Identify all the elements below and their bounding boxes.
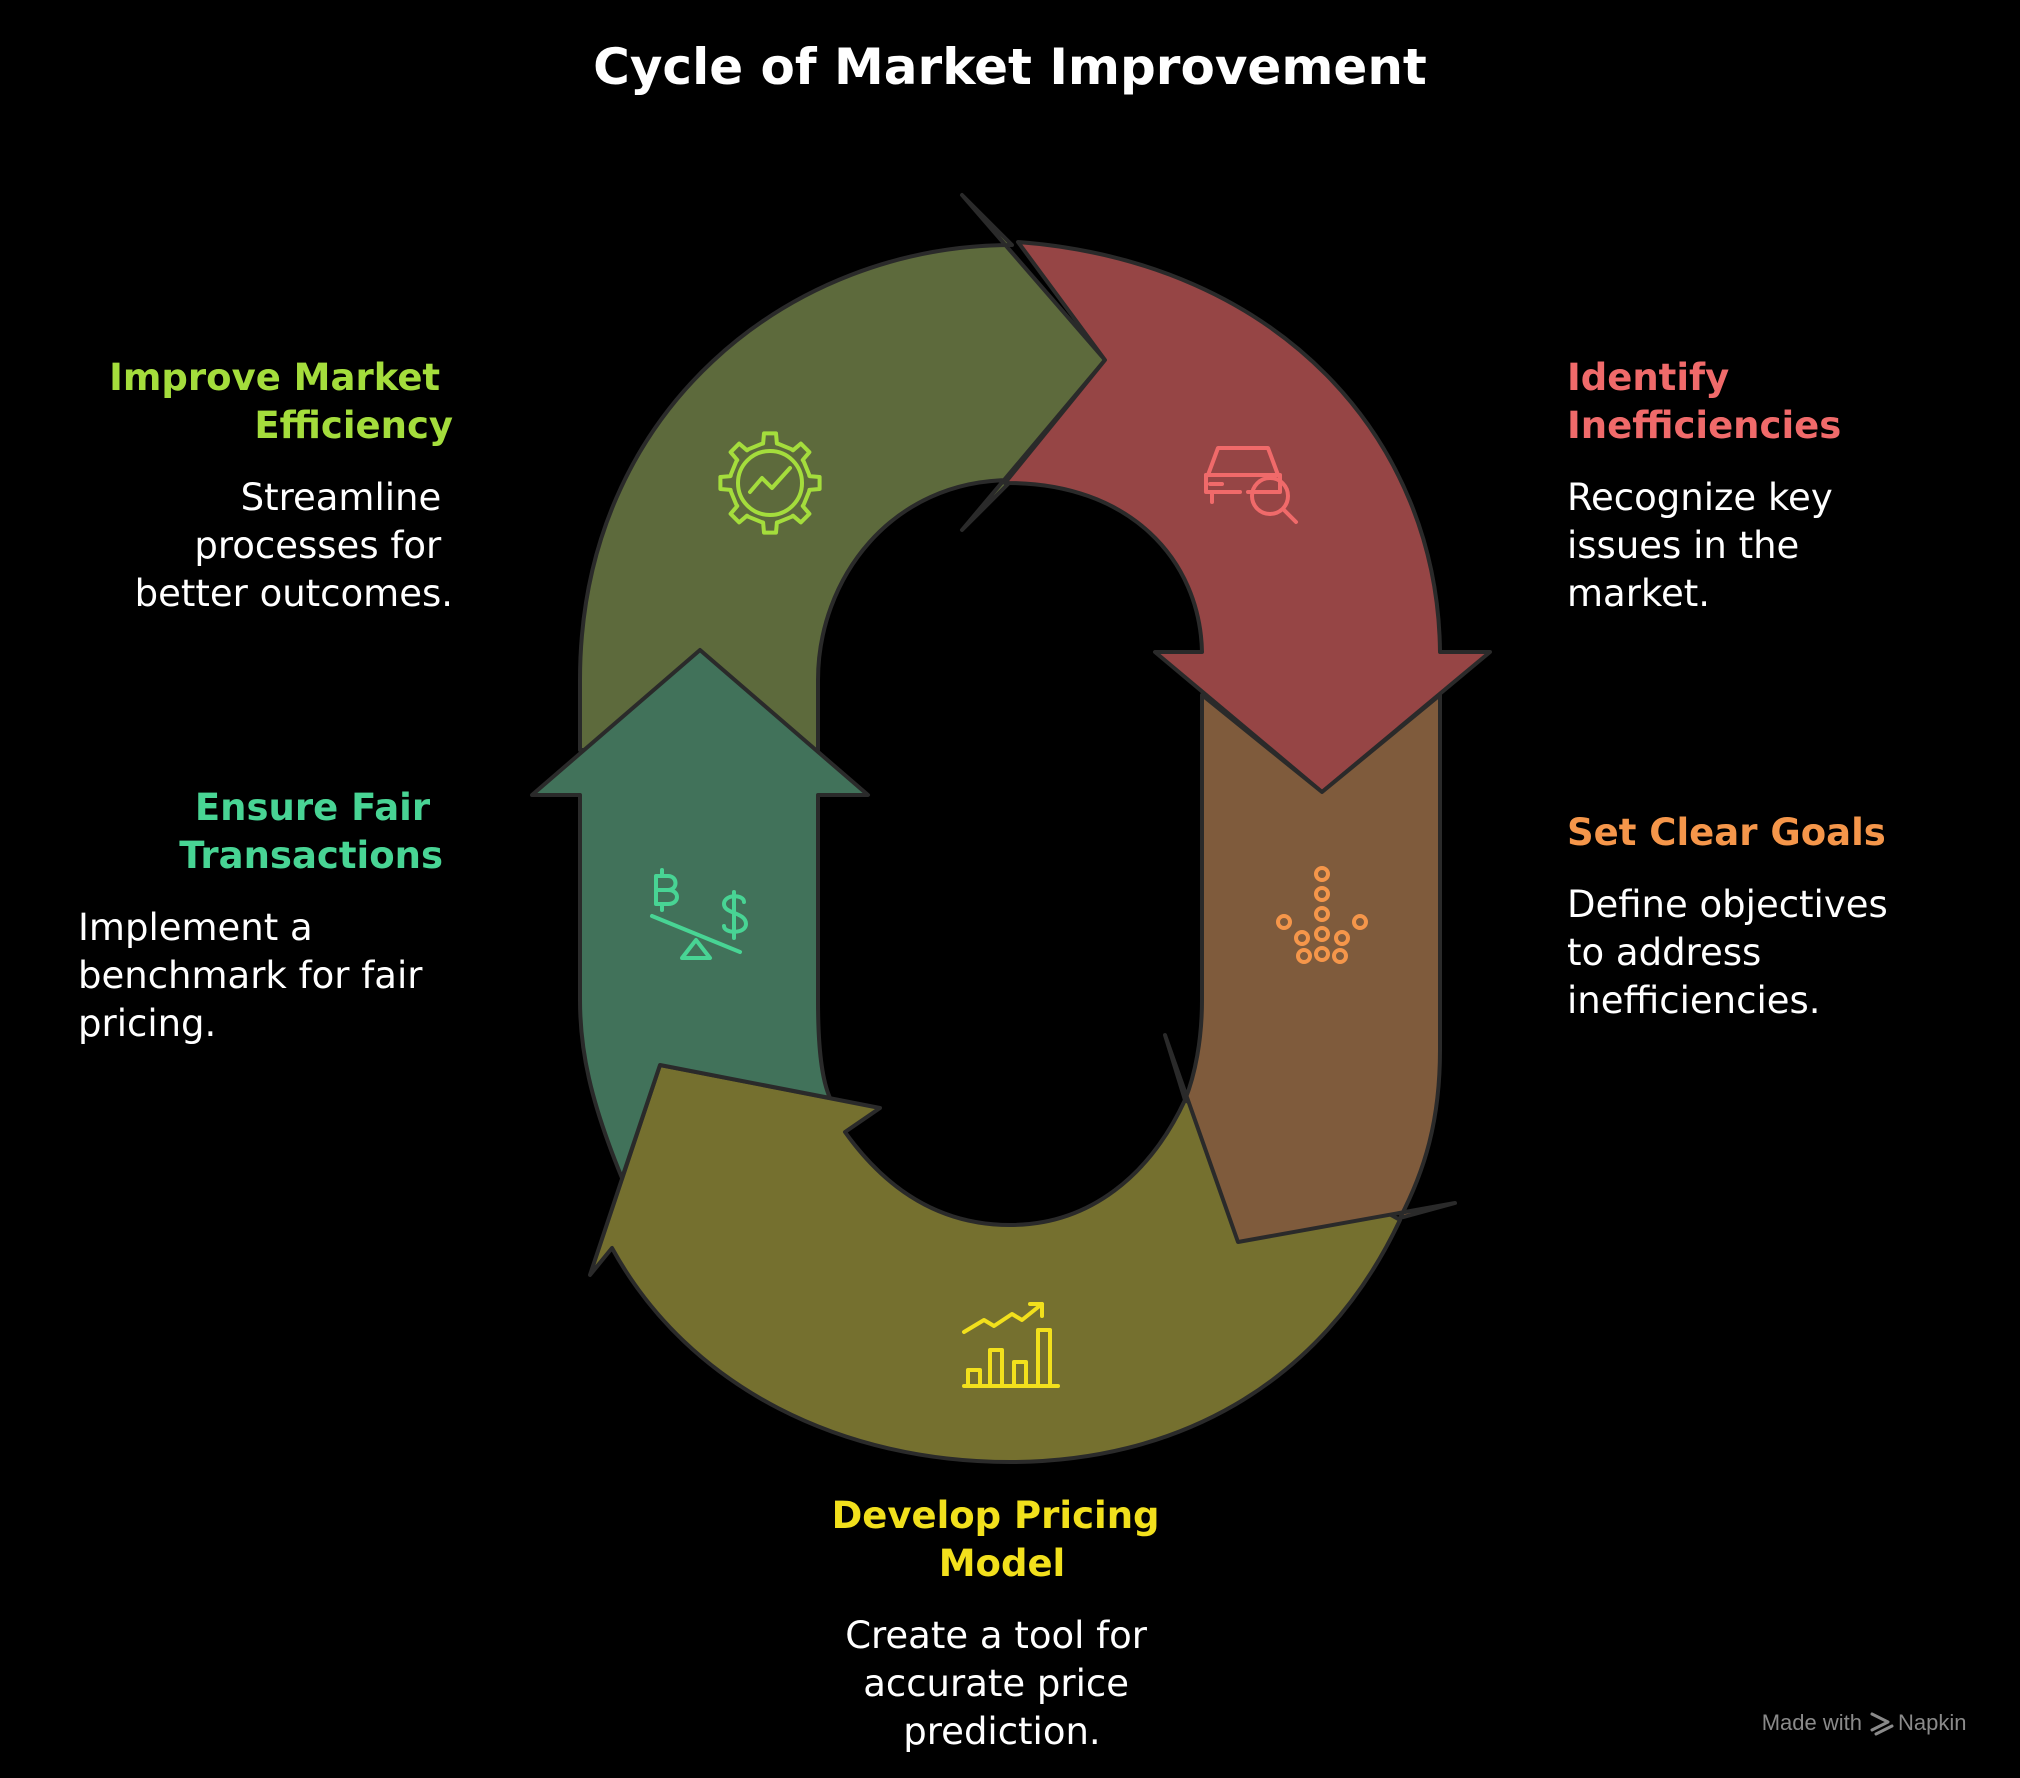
step-description: Recognize key issues in the market.	[1567, 476, 1845, 615]
currency-balance-icon	[650, 868, 748, 960]
step-heading: Develop Pricing Model	[832, 1494, 1173, 1585]
step-develop-pricing-model: Develop Pricing Model Create a tool for …	[832, 1494, 1173, 1753]
diagram-title: Cycle of Market Improvement	[593, 38, 1427, 96]
converging-dots-icon	[1276, 866, 1368, 964]
napkin-logo-icon	[1870, 1712, 1894, 1736]
made-with-napkin-credit: Made with Napkin	[1762, 1710, 1966, 1736]
step-heading: Set Clear Goals	[1567, 811, 1886, 854]
gear-trend-icon	[718, 431, 822, 535]
step-description: Define objectives to address inefficienc…	[1567, 883, 1900, 1022]
step-heading: Ensure Fair Transactions	[179, 786, 443, 877]
car-search-icon	[1204, 446, 1298, 524]
step-description: Implement a benchmark for fair pricing.	[78, 906, 434, 1045]
napkin-brand-label: Napkin	[1898, 1710, 1966, 1735]
segment-identify-inefficiencies	[1003, 240, 1492, 794]
step-set-clear-goals: Set Clear Goals Define objectives to add…	[1567, 811, 1900, 1022]
step-heading: Improve Market Efficiency	[109, 356, 453, 447]
made-with-label: Made with	[1762, 1710, 1862, 1735]
step-improve-market-efficiency: Improve Market Efficiency Streamline pro…	[109, 356, 453, 615]
step-description: Streamline processes for better outcomes…	[135, 476, 453, 615]
segment-ensure-fair-transactions	[530, 648, 870, 1180]
step-identify-inefficiencies: Identify Inefficiencies Recognize key is…	[1567, 356, 1845, 615]
segment-improve-market-efficiency	[578, 193, 1107, 752]
step-ensure-fair-transactions: Ensure Fair Transactions Implement a ben…	[78, 786, 443, 1045]
step-description: Create a tool for accurate price predict…	[845, 1614, 1159, 1753]
bar-chart-trend-icon	[962, 1302, 1060, 1388]
step-heading: Identify Inefficiencies	[1567, 356, 1841, 447]
segment-develop-pricing-model	[588, 1063, 1402, 1464]
segment-set-clear-goals	[1163, 693, 1457, 1244]
